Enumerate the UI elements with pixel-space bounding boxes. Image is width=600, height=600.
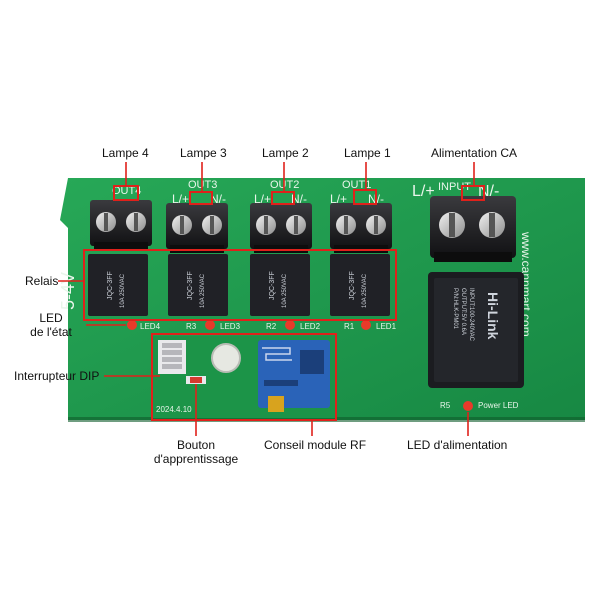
out1-label: OUT1	[342, 179, 371, 191]
svg-text:INPUT:100-240VAC: INPUT:100-240VAC	[468, 288, 474, 342]
r2-label: R2	[266, 322, 277, 331]
callout-ac-power: Alimentation CA	[431, 146, 518, 160]
relay-4: JQC-3FF 10A 250VAC	[88, 254, 148, 316]
callout-lamp2: Lampe 2	[262, 146, 309, 160]
led4-label: LED4	[140, 322, 161, 331]
svg-text:10A 250VAC: 10A 250VAC	[362, 273, 368, 308]
svg-text:Hi-Link: Hi-Link	[485, 292, 501, 340]
r1-label: R1	[344, 322, 355, 331]
relay-highlight-box	[83, 249, 397, 321]
callout-lamp4: Lampe 4	[102, 146, 149, 160]
svg-text:JQC-3FF: JQC-3FF	[107, 271, 114, 300]
out1-bracket	[353, 189, 377, 205]
out4-label: OUT4	[112, 185, 141, 197]
led2	[285, 320, 295, 330]
learn-button	[186, 376, 206, 384]
date-mark: 2024.4.10	[156, 405, 192, 414]
callout-dip-switch: Interrupteur DIP	[14, 369, 100, 383]
svg-text:10A 250VAC: 10A 250VAC	[282, 273, 288, 308]
led2-label: LED2	[300, 322, 321, 331]
out1-l-label: L/+	[330, 192, 347, 206]
callout-learn-button: Bouton d'apprentissage	[146, 438, 246, 466]
relay-2: JQC-3FF 10A 250VAC	[250, 254, 310, 316]
svg-text:OUTPUT:5V 0.6A: OUTPUT:5V 0.6A	[460, 288, 466, 335]
led3	[205, 320, 215, 330]
led4	[127, 320, 137, 330]
capacitor-pad	[211, 343, 241, 373]
svg-text:JQC-3FF: JQC-3FF	[349, 271, 356, 300]
relay-1: JQC-3FF 10A 250VAC	[330, 254, 390, 316]
terminal-block-out3	[166, 203, 228, 253]
rf-module-board	[258, 340, 330, 408]
power-supply-module: Hi-Link INPUT:100-240VAC OUTPUT:5V 0.6A …	[428, 272, 524, 388]
svg-text:10A 250VAC: 10A 250VAC	[120, 273, 126, 308]
callout-status-led: LED de l'état	[16, 311, 86, 339]
voltage-mark: 5-4V	[58, 272, 78, 310]
callout-learn-button-line2: d'apprentissage	[153, 452, 239, 466]
out3-n-label: N/-	[210, 192, 226, 206]
out3-l-label: L/+	[172, 192, 189, 206]
callout-status-led-line2: de l'état	[30, 325, 72, 339]
r3-label: R3	[186, 322, 197, 331]
led1-label: LED1	[376, 322, 397, 331]
terminal-block-input	[430, 196, 516, 262]
callout-power-led: LED d'alimentation	[407, 438, 508, 452]
r5-label: R5	[440, 401, 451, 410]
svg-text:JQC-3FF: JQC-3FF	[269, 271, 276, 300]
out3-bracket	[189, 191, 213, 205]
svg-text:10A 250VAC: 10A 250VAC	[200, 273, 206, 308]
svg-text:JQC-3FF: JQC-3FF	[187, 271, 194, 300]
dip-switch	[158, 340, 186, 374]
relay-3: JQC-3FF 10A 250VAC	[168, 254, 228, 316]
callout-lamp1: Lampe 1	[344, 146, 391, 160]
crystal	[268, 396, 284, 412]
callout-lamp3: Lampe 3	[180, 146, 227, 160]
terminal-block-out1	[330, 203, 392, 253]
callout-relays: Relais	[25, 274, 59, 288]
power-led	[463, 401, 473, 411]
terminal-block-out4	[90, 200, 152, 250]
callout-rf-module: Conseil module RF	[264, 438, 367, 452]
out2-bracket	[271, 191, 295, 205]
out2-l-label: L/+	[254, 192, 271, 206]
led3-label: LED3	[220, 322, 241, 331]
control-highlight-box	[151, 333, 337, 421]
callout-status-led-line1: LED	[39, 311, 63, 325]
led1	[361, 320, 371, 330]
input-l-label: L/+	[412, 183, 435, 200]
callout-learn-button-line1: Bouton	[176, 438, 216, 452]
svg-text:P/N:HLK-PM01: P/N:HLK-PM01	[452, 288, 458, 330]
terminal-block-out2	[250, 203, 312, 253]
input-bracket	[461, 185, 485, 201]
power-led-label: Power LED	[478, 401, 519, 410]
